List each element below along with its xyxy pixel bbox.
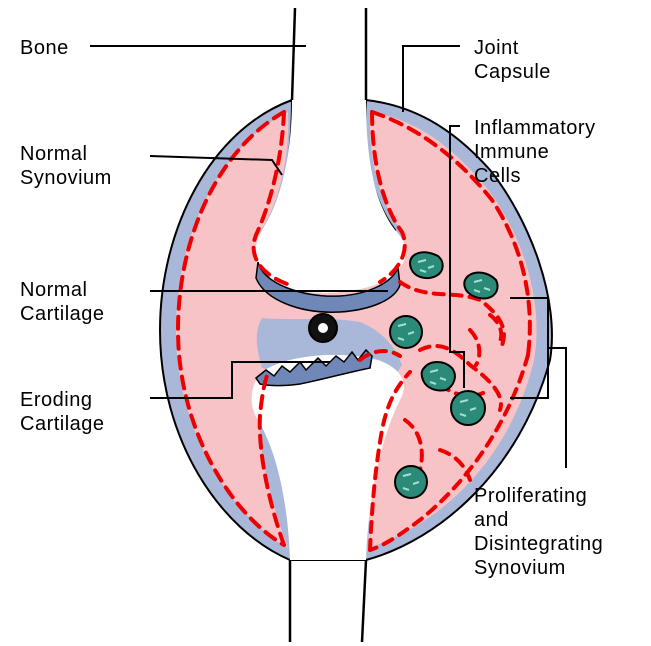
label-normal-cartilage: Normal Cartilage [20, 278, 105, 326]
label-inflammatory-line1: Inflammatory [474, 116, 596, 140]
label-proliferating-line2: and [474, 508, 603, 532]
immune-cell [451, 391, 485, 425]
label-joint-capsule-line2: Capsule [474, 60, 551, 84]
lower-bone [290, 560, 366, 642]
label-proliferating-line3: Disintegrating [474, 532, 603, 556]
label-inflammatory-line2: Immune [474, 140, 596, 164]
label-inflammatory-line3: Cells [474, 164, 596, 188]
label-inflammatory-cells: Inflammatory Immune Cells [474, 116, 596, 188]
label-normal-cartilage-line2: Cartilage [20, 302, 105, 326]
upper-bone [292, 8, 366, 100]
label-proliferating-synovium: Proliferating and Disintegrating Synoviu… [474, 484, 603, 580]
immune-cell [422, 362, 455, 391]
label-eroding-cartilage-line1: Eroding [20, 388, 105, 412]
leader-proliferating [548, 348, 566, 468]
immune-cell [309, 314, 337, 342]
label-joint-capsule: Joint Capsule [474, 36, 551, 84]
label-joint-capsule-line1: Joint [474, 36, 551, 60]
label-proliferating-line4: Synovium [474, 556, 603, 580]
label-eroding-cartilage: Eroding Cartilage [20, 388, 105, 436]
label-normal-synovium-line1: Normal [20, 142, 112, 166]
label-normal-cartilage-line1: Normal [20, 278, 105, 302]
leader-joint-capsule [403, 46, 460, 112]
immune-cell [395, 466, 427, 498]
label-eroding-cartilage-line2: Cartilage [20, 412, 105, 436]
label-normal-synovium-line2: Synovium [20, 166, 112, 190]
label-proliferating-line1: Proliferating [474, 484, 603, 508]
immune-cell [390, 316, 422, 348]
immune-cell [464, 273, 497, 299]
label-normal-synovium: Normal Synovium [20, 142, 112, 190]
immune-cell [410, 252, 443, 278]
label-bone: Bone [20, 36, 69, 60]
